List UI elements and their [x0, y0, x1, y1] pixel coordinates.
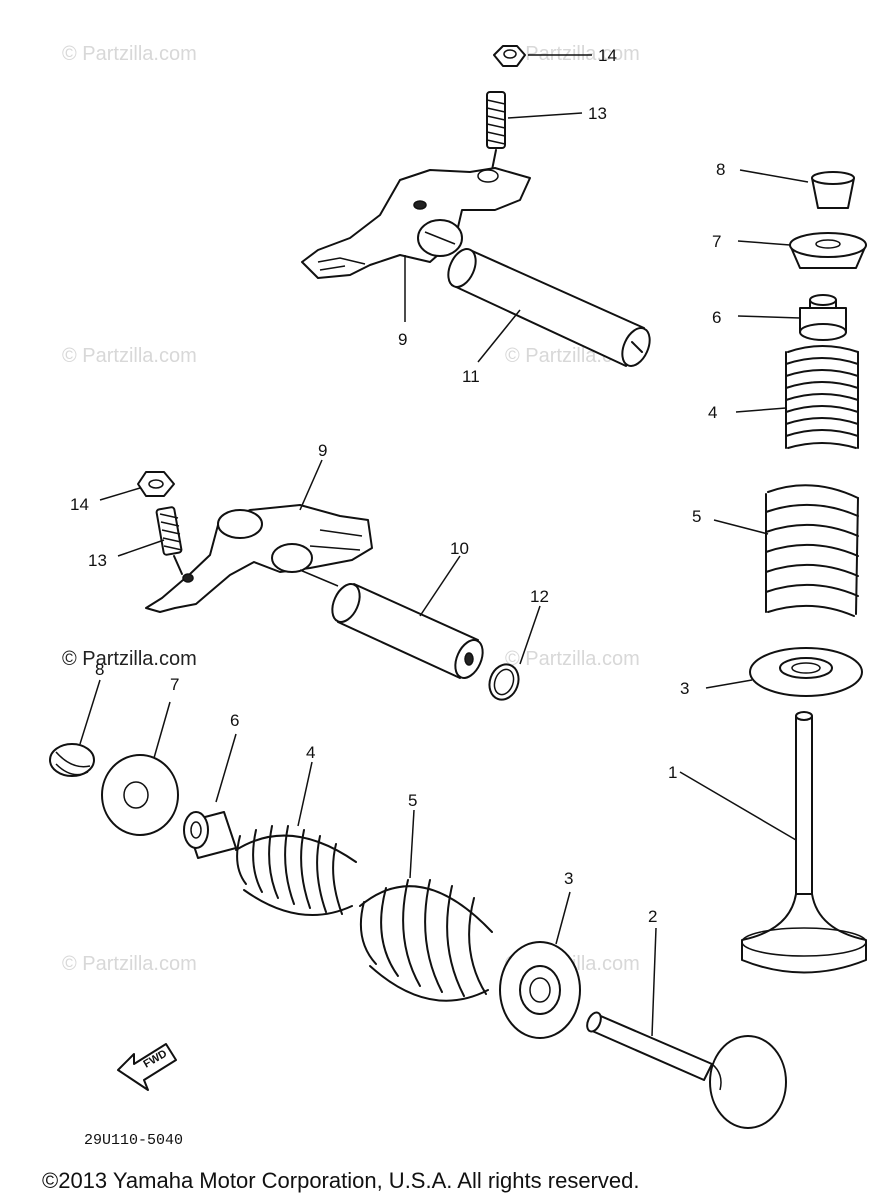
- callout-top-14: 14: [598, 46, 617, 65]
- callout-right-8: 8: [716, 160, 725, 179]
- right-inner-spring-part: [785, 345, 859, 449]
- right-seat-part: [749, 647, 863, 697]
- bottom-retainer-part: [101, 754, 179, 836]
- callout-bottom-2: 2: [648, 907, 657, 926]
- top-nut-part: [493, 45, 526, 67]
- right-outer-spring-part: [765, 484, 859, 617]
- callout-right-4: 4: [708, 403, 717, 422]
- callout-right-6: 6: [712, 308, 721, 327]
- bottom-valve-row: 8 7 6 4 5: [49, 660, 787, 1129]
- bottom-collet-part: [49, 743, 95, 777]
- top-rocker-arm-part: [301, 167, 531, 279]
- callout-top-11: 11: [462, 367, 480, 386]
- middle-rocker-assembly: 14 13 9 10: [70, 441, 549, 701]
- middle-screw-part: [155, 506, 183, 575]
- top-screw-part: [486, 91, 506, 171]
- middle-shaft-part: [299, 569, 484, 679]
- callout-right-7: 7: [712, 232, 721, 251]
- callout-middle-12: 12: [530, 587, 549, 606]
- fwd-direction-arrow: FWD: [117, 1043, 177, 1091]
- top-shaft-part: [424, 231, 651, 367]
- middle-nut-part: [137, 471, 175, 497]
- bottom-seal-part: [183, 811, 237, 859]
- bottom-valve-part: [586, 1011, 787, 1129]
- copyright-text: ©2013 Yamaha Motor Corporation, U.S.A. A…: [42, 1168, 639, 1193]
- callout-middle-13: 13: [88, 551, 107, 570]
- right-retainer-part: [789, 232, 867, 269]
- callout-bottom-7: 7: [170, 675, 179, 694]
- watermark-5: © Partzilla.com: [62, 648, 197, 670]
- bottom-outer-spring-part: [359, 879, 493, 1002]
- callout-middle-14: 14: [70, 495, 89, 514]
- watermark-6: © Partzilla.com: [505, 648, 640, 670]
- callout-bottom-5: 5: [408, 791, 417, 810]
- middle-oring-part: [488, 663, 520, 701]
- right-valve-part: [741, 711, 867, 974]
- callout-top-13: 13: [588, 104, 607, 123]
- watermark-3: © Partzilla.com: [62, 345, 197, 367]
- watermark-7: © Partzilla.com: [62, 953, 197, 975]
- callout-bottom-8: 8: [95, 660, 104, 679]
- watermark-1: © Partzilla.com: [62, 43, 197, 65]
- callout-middle-9: 9: [318, 441, 327, 460]
- right-seal-part: [799, 294, 847, 341]
- callout-bottom-4: 4: [306, 743, 315, 762]
- diagram-code: 29U110-5040: [84, 1132, 183, 1149]
- callout-right-3: 3: [680, 679, 689, 698]
- bottom-seat-part: [499, 941, 581, 1039]
- bottom-inner-spring-part: [235, 825, 357, 916]
- right-collet-part: [811, 171, 855, 209]
- callout-bottom-6: 6: [230, 711, 239, 730]
- right-valve-stack: 8 7 6 4 5: [668, 160, 867, 974]
- callout-top-9: 9: [398, 330, 407, 349]
- middle-rocker-arm-part: [145, 504, 373, 613]
- callout-right-1: 1: [668, 763, 677, 782]
- top-rocker-assembly: 14 13 9 11: [301, 45, 651, 386]
- callout-right-5: 5: [692, 507, 701, 526]
- callout-middle-10: 10: [450, 539, 469, 558]
- watermark-2: © Partzilla.com: [505, 43, 640, 65]
- callout-bottom-3: 3: [564, 869, 573, 888]
